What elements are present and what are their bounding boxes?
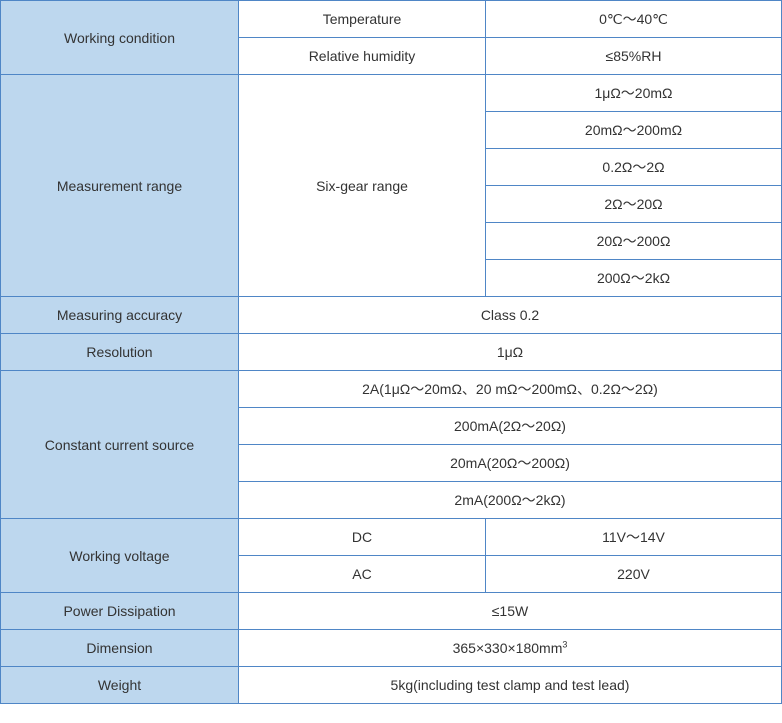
dimension-exponent: 3 [562, 639, 568, 650]
weight-label: Weight [0, 666, 239, 704]
table-row: AC 220V [1, 555, 782, 593]
resolution-value: 1μΩ [238, 333, 782, 371]
table-row: Constant current source 2A(1μΩ～20mΩ、20 m… [0, 370, 782, 519]
table-row: 200mA(2Ω～20Ω) [1, 407, 782, 445]
range-value: 2Ω～20Ω [485, 185, 782, 223]
range-value: 200Ω～2kΩ [485, 259, 782, 297]
temperature-value: 0℃～40℃ [485, 0, 782, 38]
table-row: Weight 5kg(including test clamp and test… [0, 666, 782, 704]
dimension-cell: 365×330×180mm3 [238, 629, 782, 667]
table-row: Dimension 365×330×180mm3 [0, 629, 782, 667]
table-row: Power Dissipation ≤15W [0, 592, 782, 630]
range-value: 20mΩ～200mΩ [485, 111, 782, 149]
temperature-label: Temperature [238, 0, 486, 38]
measurement-range-label: Measurement range [0, 74, 239, 297]
accuracy-value: Class 0.2 [238, 296, 782, 334]
working-condition-label: Working condition [0, 0, 239, 75]
ac-value: 220V [485, 555, 782, 593]
weight-value: 5kg(including test clamp and test lead) [238, 666, 782, 704]
current-source-value: 20mA(20Ω～200Ω) [238, 444, 782, 482]
table-row: 20Ω～200Ω [1, 222, 782, 260]
current-source-value: 200mA(2Ω～20Ω) [238, 407, 782, 445]
table-row: Resolution 1μΩ [0, 333, 782, 371]
dimension-value: 365×330×180mm [452, 640, 563, 656]
table-row: 0.2Ω～2Ω [1, 148, 782, 186]
humidity-label: Relative humidity [238, 37, 486, 75]
table-row: Measuring accuracy Class 0.2 [0, 296, 782, 334]
resolution-label: Resolution [0, 333, 239, 371]
working-voltage-label: Working voltage [0, 518, 239, 593]
spec-table: Working condition Temperature 0℃～40℃ Rel… [0, 0, 782, 704]
ac-label: AC [238, 555, 486, 593]
table-row: Measurement range Six-gear range 1μΩ～20m… [0, 74, 782, 297]
power-dissipation-value: ≤15W [238, 592, 782, 630]
table-row: 2mA(200Ω～2kΩ) [1, 481, 782, 519]
humidity-value: ≤85%RH [485, 37, 782, 75]
current-source-label: Constant current source [0, 370, 239, 519]
dc-value: 11V～14V [485, 518, 782, 556]
dimension-label: Dimension [0, 629, 239, 667]
table-row: 2Ω～20Ω [1, 185, 782, 223]
current-source-value: 2A(1μΩ～20mΩ、20 mΩ～200mΩ、0.2Ω～2Ω) [238, 370, 782, 408]
table-row: 200Ω～2kΩ [1, 259, 782, 297]
range-value: 1μΩ～20mΩ [485, 74, 782, 112]
current-source-value: 2mA(200Ω～2kΩ) [238, 481, 782, 519]
table-row: 20mA(20Ω～200Ω) [1, 444, 782, 482]
dc-label: DC [238, 518, 486, 556]
range-value: 20Ω～200Ω [485, 222, 782, 260]
table-row: Working voltage DC 11V～14V [0, 518, 782, 593]
accuracy-label: Measuring accuracy [0, 296, 239, 334]
table-row: Working condition Temperature 0℃～40℃ [0, 0, 782, 75]
power-dissipation-label: Power Dissipation [0, 592, 239, 630]
range-value: 0.2Ω～2Ω [485, 148, 782, 186]
table-row: Relative humidity ≤85%RH [1, 37, 782, 75]
gear-label: Six-gear range [238, 74, 486, 297]
